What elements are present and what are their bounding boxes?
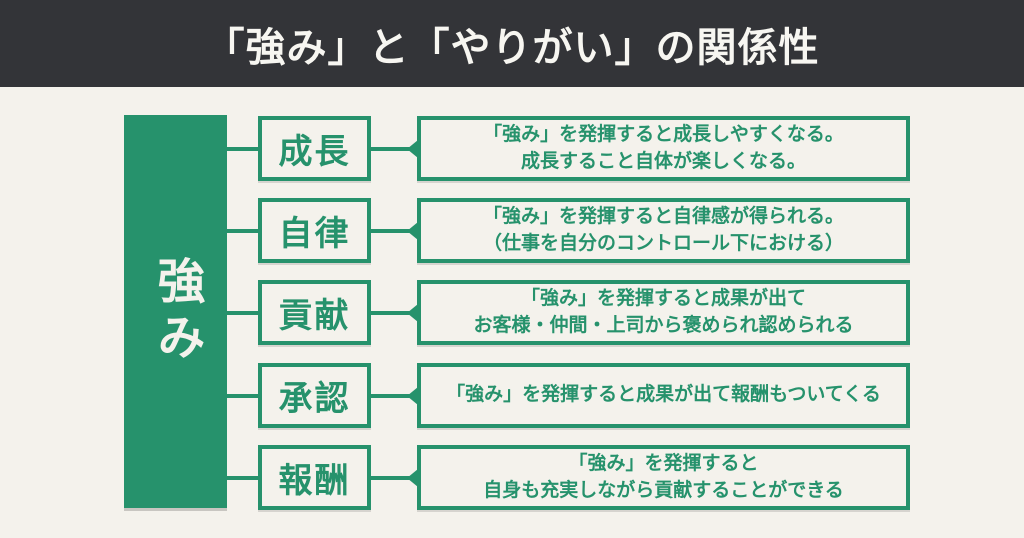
relation-row-recognition: 承認 「強み」を発揮すると成果が出て報酬もついてくる xyxy=(227,363,910,428)
connector-line xyxy=(227,310,260,315)
relation-row-autonomy: 自律 「強み」を発揮すると自律感が得られる。 （仕事を自分のコントロール下におけ… xyxy=(227,198,910,263)
connector-line xyxy=(227,393,260,398)
page-title: 「強み」と「やりがい」の関係性 xyxy=(204,25,820,70)
relation-row-contribution: 貢献 「強み」を発揮すると成果が出て お客様・仲間・上司から褒められ認められる xyxy=(227,280,910,345)
description-box-recognition: 「強み」を発揮すると成果が出て報酬もついてくる xyxy=(417,363,910,428)
description-box-growth: 「強み」を発揮すると成長しやすくなる。 成長すること自体が楽しくなる。 xyxy=(417,116,910,181)
label-box-autonomy: 自律 xyxy=(258,198,371,263)
left-arrow-icon xyxy=(407,386,418,405)
left-arrow-icon xyxy=(407,221,418,240)
connector-line xyxy=(371,310,417,315)
label-text: 成長 xyxy=(278,133,351,171)
connector-line xyxy=(371,475,417,480)
description-box-autonomy: 「強み」を発揮すると自律感が得られる。 （仕事を自分のコントロール下における） xyxy=(417,198,910,263)
relation-row-reward: 報酬 「強み」を発揮すると 自身も充実しながら貢献することができる xyxy=(227,445,910,510)
connector-line xyxy=(371,228,417,233)
left-arrow-icon xyxy=(407,468,418,487)
label-box-growth: 成長 xyxy=(258,116,371,181)
label-box-contribution: 貢献 xyxy=(258,280,371,345)
left-arrow-icon xyxy=(407,139,418,158)
connector-line xyxy=(371,393,417,398)
strength-source-box: 強み xyxy=(124,115,227,508)
description-box-reward: 「強み」を発揮すると 自身も充実しながら貢献することができる xyxy=(417,445,910,510)
connector-line xyxy=(227,228,260,233)
label-text: 承認 xyxy=(278,380,351,418)
relation-row-growth: 成長 「強み」を発揮すると成長しやすくなる。 成長すること自体が楽しくなる。 xyxy=(227,116,910,181)
label-box-recognition: 承認 xyxy=(258,363,371,428)
connector-line xyxy=(371,146,417,151)
description-text: 「強み」を発揮すると 自身も充実しながら貢献することができる xyxy=(483,452,844,501)
strength-source-label: 強み xyxy=(149,255,203,368)
label-text: 報酬 xyxy=(278,462,351,500)
description-text: 「強み」を発揮すると成果が出て報酬もついてくる xyxy=(446,384,881,406)
left-arrow-icon xyxy=(407,303,418,322)
connector-line xyxy=(227,146,260,151)
label-text: 貢献 xyxy=(278,297,351,335)
header-bar: 「強み」と「やりがい」の関係性 xyxy=(0,0,1024,87)
description-text: 「強み」を発揮すると成長しやすくなる。 成長すること自体が楽しくなる。 xyxy=(483,123,844,172)
label-text: 自律 xyxy=(278,215,351,253)
connector-line xyxy=(227,475,260,480)
description-box-contribution: 「強み」を発揮すると成果が出て お客様・仲間・上司から褒められ認められる xyxy=(417,280,910,345)
label-box-reward: 報酬 xyxy=(258,445,371,510)
description-text: 「強み」を発揮すると成果が出て お客様・仲間・上司から褒められ認められる xyxy=(473,287,854,336)
description-text: 「強み」を発揮すると自律感が得られる。 （仕事を自分のコントロール下における） xyxy=(482,205,844,254)
